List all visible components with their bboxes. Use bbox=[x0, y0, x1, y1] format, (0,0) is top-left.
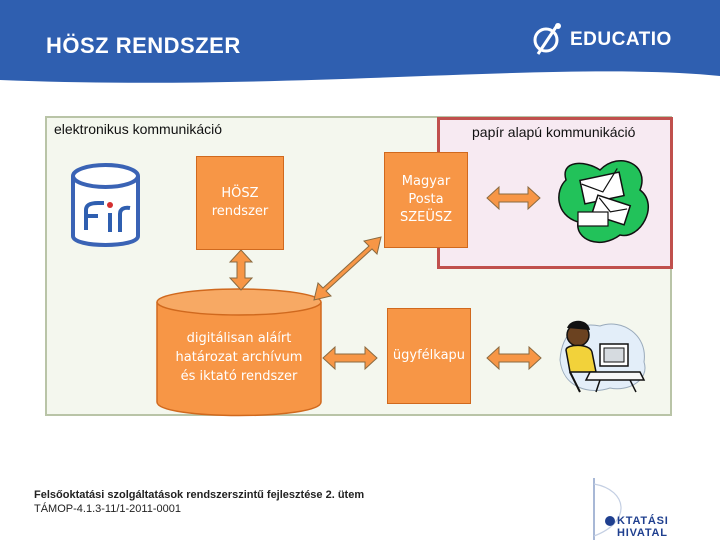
header-background bbox=[0, 0, 720, 83]
page-title: HÖSZ RENDSZER bbox=[46, 33, 241, 58]
oktatasi-hivatal-emblem-icon bbox=[593, 478, 622, 540]
archive-line-1: digitálisan aláírt bbox=[186, 331, 292, 346]
header-band: HÖSZ RENDSZER EDUCATIO bbox=[0, 0, 720, 86]
oktatasi-hivatal-logo bbox=[588, 476, 720, 540]
posta-line-1: Magyar bbox=[401, 173, 451, 189]
hosz-line-1: HÖSZ bbox=[221, 185, 259, 201]
hosz-system-box: HÖSZ rendszer bbox=[196, 156, 284, 250]
ugyfelkapu-box: ügyfélkapu bbox=[387, 308, 471, 404]
educatio-emblem-icon bbox=[533, 23, 561, 55]
posta-line-3: SZEÜSZ bbox=[399, 210, 453, 226]
archive-line-3: és iktató rendszer bbox=[180, 368, 298, 384]
educatio-logo: EDUCATIO bbox=[528, 20, 698, 60]
posta-line-2: Posta bbox=[408, 191, 444, 207]
educatio-logo-text: EDUCATIO bbox=[570, 29, 672, 50]
archive-line-2: határozat archívum bbox=[175, 349, 303, 365]
paper-communication-label: papír alapú kommunikáció bbox=[472, 124, 636, 140]
archive-label: digitálisan aláírt határozat archívum és… bbox=[156, 330, 322, 387]
magyar-posta-box: Magyar Posta SZEÜSZ bbox=[384, 152, 468, 248]
electronic-communication-label: elektronikus kommunikáció bbox=[54, 121, 223, 137]
footer-project-title: Felsőoktatási szolgáltatások rendszerszi… bbox=[34, 489, 365, 501]
oktatasi-hivatal-text: KTATÁSI HIVATAL bbox=[617, 515, 669, 539]
footer-project-code: TÁMOP-4.1.3-11/1-2011-0001 bbox=[34, 503, 181, 515]
hosz-line-2: rendszer bbox=[211, 204, 269, 219]
ugyfelkapu-label: ügyfélkapu bbox=[392, 347, 466, 363]
